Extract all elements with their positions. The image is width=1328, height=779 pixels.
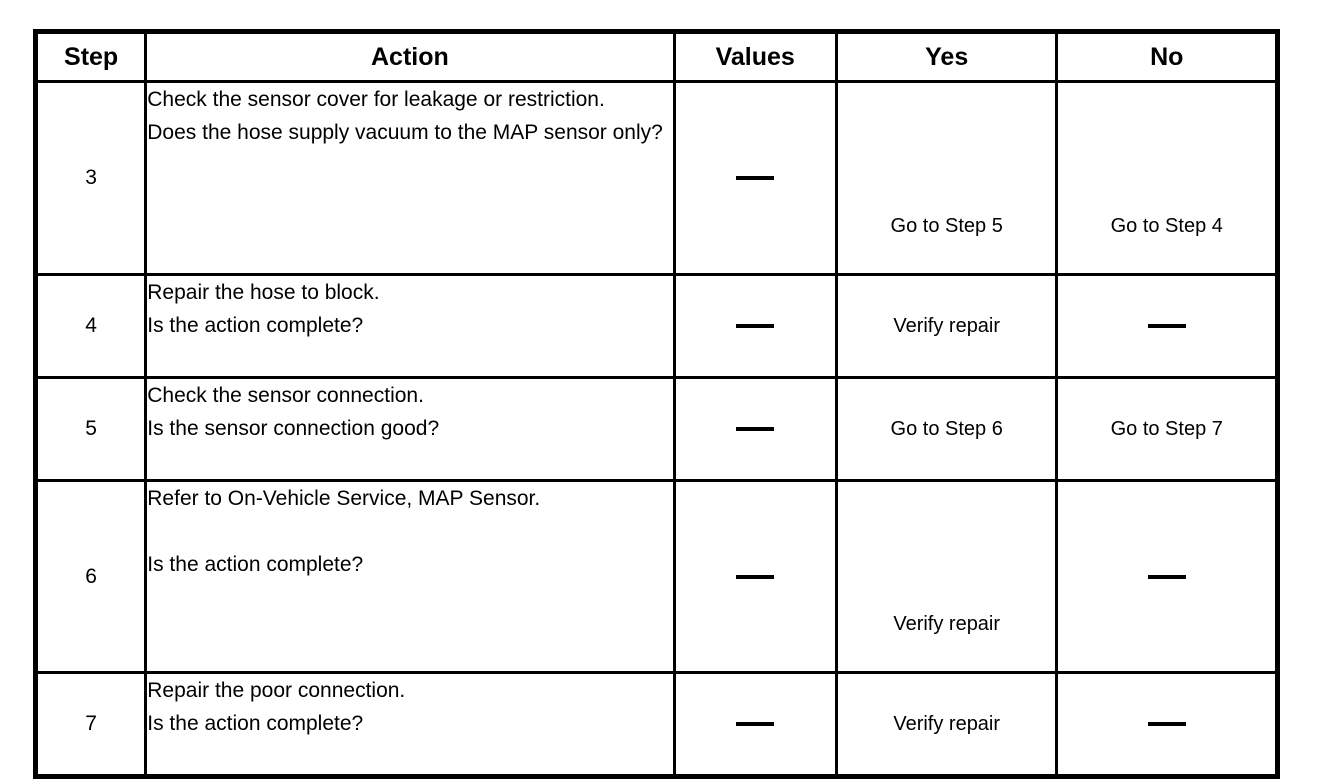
cell-step-6: 6 [33, 479, 148, 674]
column-header-values: Values [672, 30, 838, 83]
header-row: Step Action Values Yes No [33, 30, 1279, 83]
table-row: 4 Repair the hose to block. Is the actio… [33, 273, 1279, 379]
cell-no-4 [1055, 273, 1279, 379]
cell-yes-5: Go to Step 6 [834, 376, 1059, 482]
cell-action-7: Repair the poor connection. Is the actio… [144, 671, 676, 779]
cell-action-5: Check the sensor connection. Is the sens… [144, 376, 676, 482]
dash-mark [736, 176, 775, 181]
cell-values-5 [672, 376, 838, 482]
dash-mark [1147, 324, 1186, 329]
cell-yes-7: Verify repair [834, 671, 1059, 779]
column-header-action: Action [144, 30, 676, 83]
table-header: Step Action Values Yes No [33, 30, 1279, 83]
cell-no-5: Go to Step 7 [1055, 376, 1279, 482]
cell-yes-4: Verify repair [834, 273, 1059, 379]
cell-yes-3: Go to Step 5 [834, 80, 1059, 276]
cell-values-6 [672, 479, 838, 674]
dash-mark [1147, 722, 1186, 727]
table-row: 6 Refer to On-Vehicle Service, MAP Senso… [33, 479, 1279, 674]
cell-action-6: Refer to On-Vehicle Service, MAP Sensor.… [144, 479, 676, 674]
diagnostic-table: Step Action Values Yes No 3 Check the se… [33, 29, 1280, 779]
document-page: Step Action Values Yes No 3 Check the se… [33, 29, 1280, 779]
cell-values-7 [672, 671, 838, 779]
cell-action-4: Repair the hose to block. Is the action … [144, 273, 676, 379]
cell-no-7 [1055, 671, 1279, 779]
cell-values-3 [672, 80, 838, 276]
dash-mark [736, 722, 775, 727]
table-row: 3 Check the sensor cover for leakage or … [33, 80, 1279, 276]
table-row: 7 Repair the poor connection. Is the act… [33, 671, 1279, 779]
column-header-no: No [1055, 30, 1279, 83]
cell-step-7: 7 [33, 671, 148, 779]
cell-action-3: Check the sensor cover for leakage or re… [144, 80, 676, 276]
cell-no-6 [1055, 479, 1279, 674]
table-body: 3 Check the sensor cover for leakage or … [33, 80, 1279, 779]
dash-mark [1147, 574, 1186, 579]
cell-values-4 [672, 273, 838, 379]
table-row: 5 Check the sensor connection. Is the se… [33, 376, 1279, 482]
cell-step-4: 4 [33, 273, 148, 379]
dash-mark [736, 574, 775, 579]
dash-mark [736, 324, 775, 329]
dash-mark [736, 427, 775, 432]
cell-step-3: 3 [33, 80, 148, 276]
cell-step-5: 5 [33, 376, 148, 482]
column-header-yes: Yes [834, 30, 1059, 83]
column-header-step: Step [33, 30, 148, 83]
cell-no-3: Go to Step 4 [1055, 80, 1279, 276]
cell-yes-6: Verify repair [834, 479, 1059, 674]
